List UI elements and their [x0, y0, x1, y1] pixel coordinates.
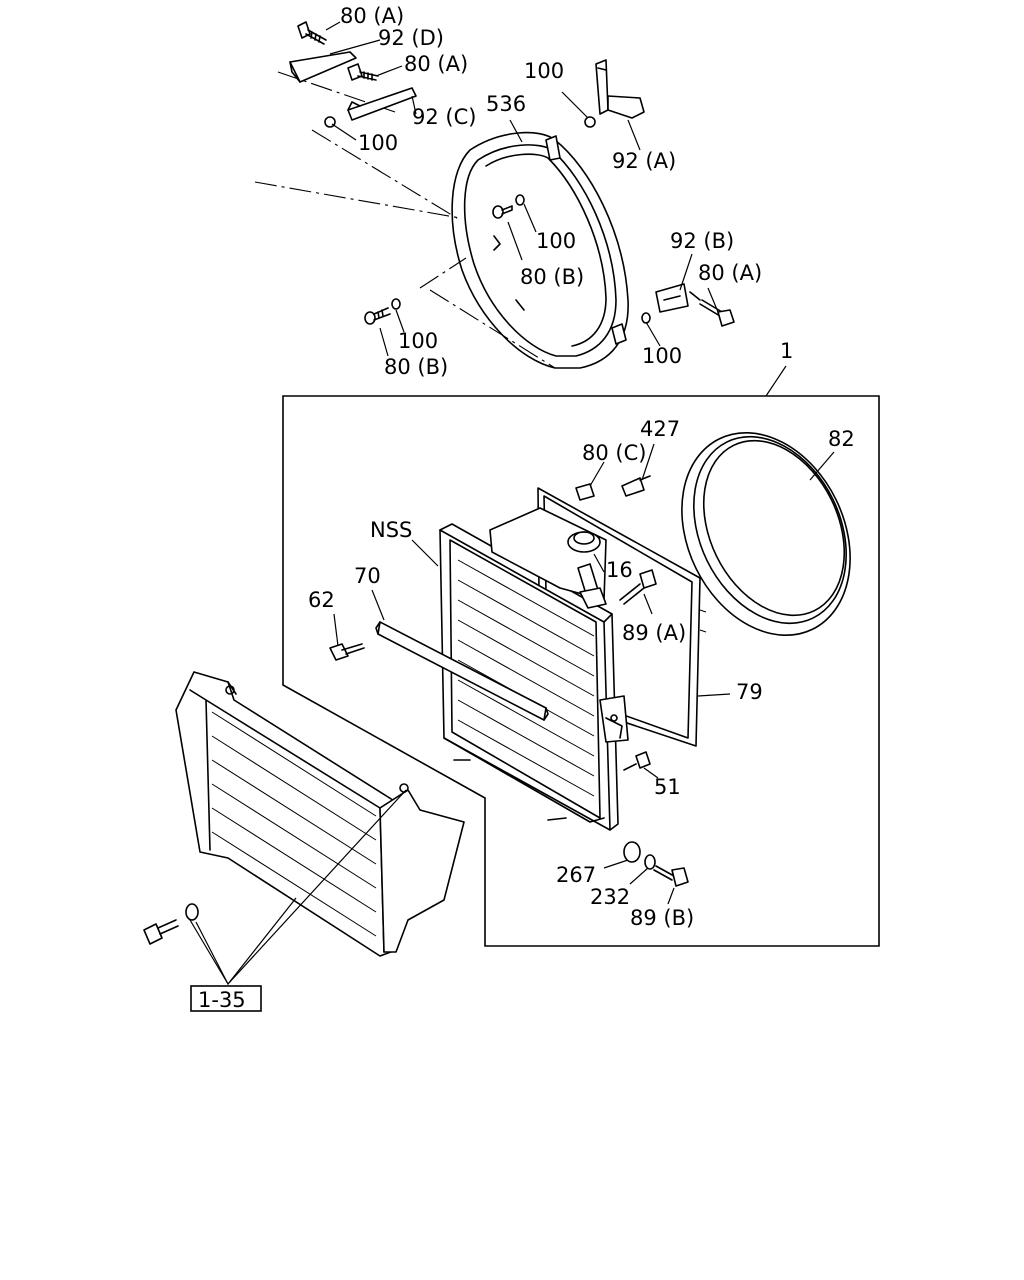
intercooler — [143, 671, 465, 957]
bolt-51 — [623, 751, 651, 771]
bracket-92a — [595, 59, 645, 119]
label-92b: 92 (B) — [670, 229, 734, 253]
grommet-100-b — [584, 116, 596, 128]
label-92c: 92 (C) — [412, 105, 476, 129]
leader-lines — [189, 21, 835, 986]
bolt-80c — [575, 483, 595, 501]
label-1: 1 — [780, 339, 793, 363]
label-80c: 80 (C) — [582, 441, 646, 465]
label-82: 82 — [828, 427, 855, 451]
bolt-89a — [619, 569, 657, 605]
bolt-427 — [621, 475, 651, 497]
bracket-92c — [347, 87, 417, 121]
washer-232 — [644, 854, 656, 870]
label-51: 51 — [654, 775, 681, 799]
label-89b: 89 (B) — [630, 906, 694, 930]
label-100-d: 100 — [398, 329, 438, 353]
bolt-80b-lower — [364, 298, 401, 325]
side-bracket — [599, 695, 629, 743]
label-100-e: 100 — [642, 344, 682, 368]
label-536: 536 — [486, 92, 526, 116]
label-92d: 92 (D) — [378, 26, 444, 50]
label-427: 427 — [640, 417, 680, 441]
fan-shroud-assembly — [254, 21, 735, 369]
label-267: 267 — [556, 863, 596, 887]
label-80b-b: 80 (B) — [384, 355, 448, 379]
label-100-b: 100 — [524, 59, 564, 83]
upper-tank — [489, 507, 607, 609]
cushion-267 — [623, 841, 641, 863]
label-89a: 89 (A) — [622, 621, 686, 645]
bolt-89b — [653, 865, 689, 887]
label-16: 16 — [606, 558, 633, 582]
assembly-frame-1 — [282, 395, 880, 947]
reference-box: 1-35 — [190, 985, 262, 1012]
label-nss: NSS — [370, 518, 412, 542]
label-ref-1-35: 1-35 — [198, 988, 246, 1012]
label-100-c: 100 — [536, 229, 576, 253]
bracket-92b — [655, 283, 701, 313]
label-70: 70 — [354, 564, 381, 588]
bolt-80a-mid — [347, 63, 379, 81]
bolt-80b-inner — [492, 194, 525, 219]
shroud-ring-82 — [681, 431, 851, 637]
label-79: 79 — [736, 680, 763, 704]
bolt-80a-right — [699, 299, 735, 327]
fan-shroud-536 — [451, 131, 629, 369]
bolt-62 — [329, 643, 365, 661]
label-80b-a: 80 (B) — [520, 265, 584, 289]
callout-labels: 80 (A) 92 (D) 80 (A) 92 (C) 100 100 536 … — [308, 4, 855, 930]
grommet-100-c — [641, 312, 651, 324]
radiator-cap-16 — [567, 531, 601, 553]
label-62: 62 — [308, 588, 335, 612]
radiator-assembly — [329, 431, 851, 887]
label-92a: 92 (A) — [612, 149, 676, 173]
label-232: 232 — [590, 885, 630, 909]
label-100-a: 100 — [358, 131, 398, 155]
label-80a-top: 80 (A) — [340, 4, 404, 28]
bolt-80a-top — [297, 21, 327, 45]
label-80a-mid: 80 (A) — [404, 52, 468, 76]
label-80a-right: 80 (A) — [698, 261, 762, 285]
stay-rod-70 — [375, 621, 549, 721]
bracket-92d — [289, 51, 357, 83]
